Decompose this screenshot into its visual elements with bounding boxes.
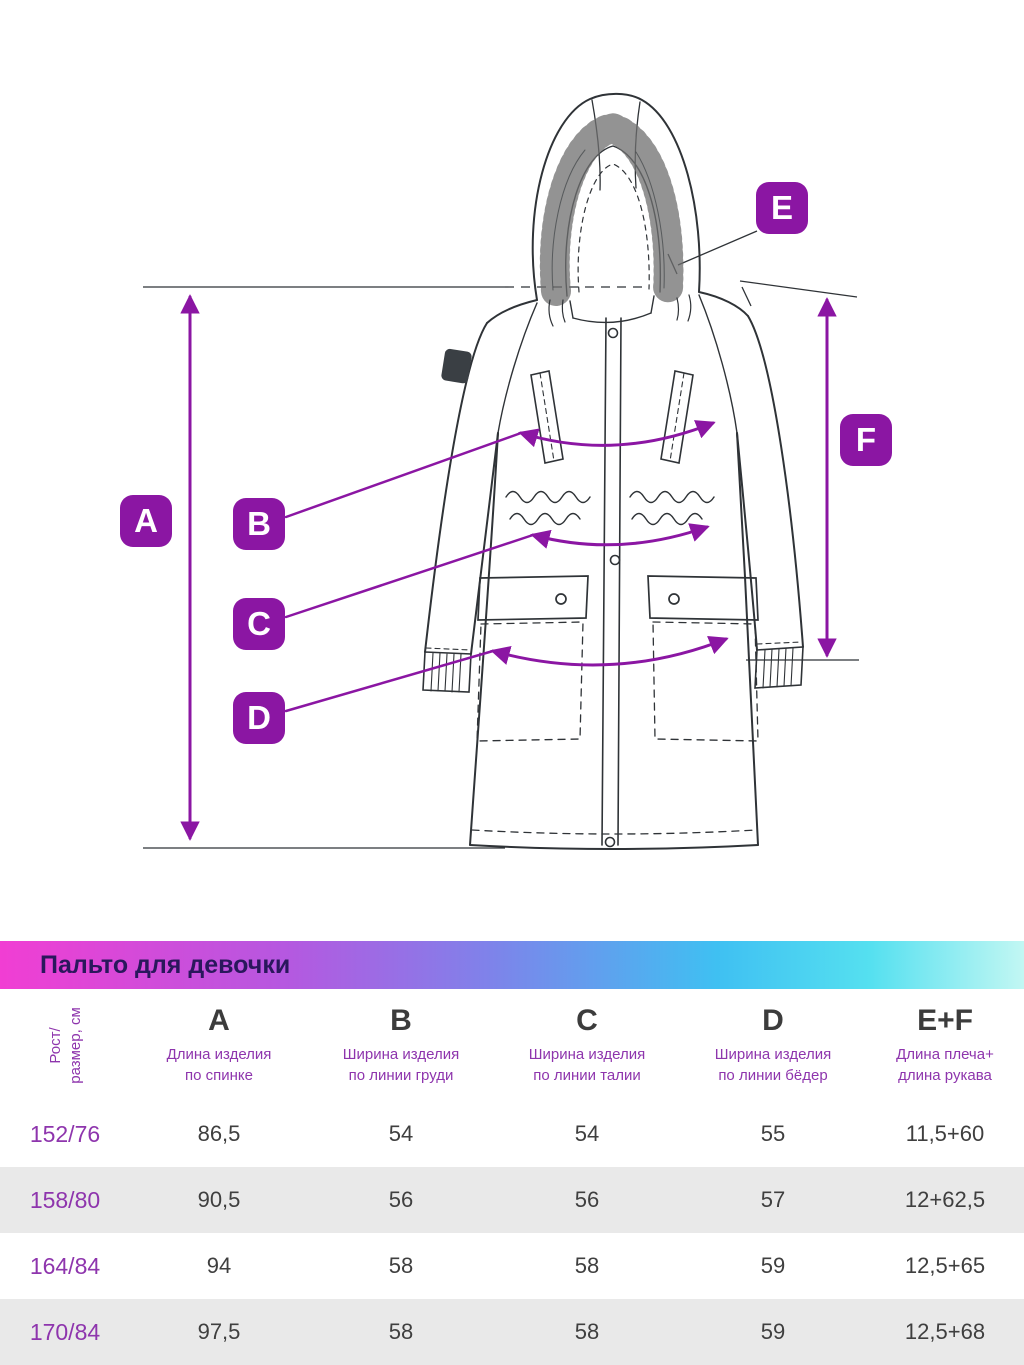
collar	[569, 295, 655, 324]
measure-badge-d: D	[233, 692, 285, 744]
cell-a: 97,5	[197, 1319, 241, 1344]
cell-b: 58	[388, 1253, 414, 1278]
cell-a: 90,5	[197, 1187, 241, 1212]
cell-size: 158/80	[29, 1186, 101, 1213]
front-placket	[601, 317, 622, 848]
table-row: 164/84 94 58 58 59 12,5+65	[0, 1233, 1024, 1299]
header-growth-size-line2: размер, см	[65, 1006, 83, 1084]
cell-c: 58	[574, 1253, 600, 1278]
measure-badge-f: F	[840, 414, 892, 466]
header-growth-size: Рост/ размер, см	[0, 989, 130, 1101]
leader-b	[284, 431, 523, 519]
fur-trim	[539, 112, 692, 327]
body	[469, 432, 759, 850]
patch-pockets	[476, 575, 759, 742]
coat-outline	[422, 92, 804, 850]
cell-d: 55	[760, 1121, 786, 1146]
cell-a: 86,5	[197, 1121, 241, 1146]
arrow-c	[530, 523, 710, 549]
cuffs	[422, 646, 804, 693]
table-row: 152/76 86,5 54 54 55 11,5+60	[0, 1101, 1024, 1167]
cell-d: 57	[760, 1187, 786, 1212]
sleeve-tag	[441, 348, 472, 384]
measure-badge-e: E	[756, 182, 808, 234]
header-letter-c: C	[576, 1004, 598, 1038]
header-letter-d: D	[762, 1004, 784, 1038]
measure-badge-b: B	[233, 498, 285, 550]
cell-size: 152/76	[29, 1120, 101, 1147]
cell-c: 54	[574, 1121, 600, 1146]
cell-d: 59	[760, 1319, 786, 1344]
cell-size: 164/84	[29, 1252, 101, 1279]
leader-c	[284, 533, 535, 619]
cell-ef: 12+62,5	[904, 1187, 986, 1212]
header-col-ef: E+F Длина плеча+длина рукава	[896, 1004, 994, 1084]
measurement-arrows	[180, 294, 837, 841]
table-title-bar: Пальто для девочки	[0, 941, 1024, 989]
measure-badge-c: C	[233, 598, 285, 650]
cell-b: 54	[388, 1121, 414, 1146]
table-title: Пальто для девочки	[40, 950, 291, 979]
shoulders	[486, 291, 749, 434]
header-letter-ef: E+F	[917, 1004, 973, 1038]
header-growth-size-line1: Рост/	[46, 1026, 64, 1064]
table-row: 158/80 90,5 56 56 57 12+62,5	[0, 1167, 1024, 1233]
measure-badge-a: A	[120, 495, 172, 547]
cell-a: 94	[206, 1253, 232, 1278]
cell-b: 56	[388, 1187, 414, 1212]
cell-d: 59	[760, 1253, 786, 1278]
arrow-d	[490, 636, 729, 667]
leader-d	[284, 649, 495, 713]
header-letter-b: B	[390, 1004, 412, 1038]
cell-ef: 12,5+68	[904, 1319, 986, 1344]
waist-shirring	[505, 490, 715, 526]
cell-ef: 12,5+65	[904, 1253, 986, 1278]
chest-welt-pockets	[530, 370, 694, 464]
header-letter-a: A	[208, 1004, 230, 1038]
arrow-b	[518, 420, 716, 448]
table-row: 170/84 97,5 58 58 59 12,5+68	[0, 1299, 1024, 1365]
cell-c: 58	[574, 1319, 600, 1344]
cell-size: 170/84	[29, 1318, 101, 1345]
cell-ef: 11,5+60	[905, 1121, 985, 1146]
coat-line-art	[143, 92, 859, 850]
cell-b: 58	[388, 1319, 414, 1344]
cell-c: 56	[574, 1187, 600, 1212]
coat-technical-drawing: A B C D E F	[120, 92, 892, 850]
